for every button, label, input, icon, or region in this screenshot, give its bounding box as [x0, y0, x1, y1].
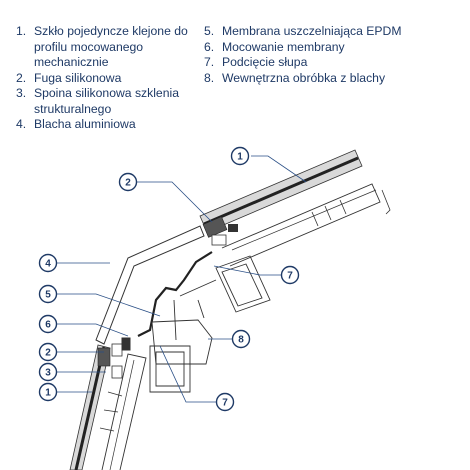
legend-label: Wewnętrzna obróbka z blachy: [222, 70, 386, 85]
svg-text:1: 1: [45, 388, 51, 399]
legend-label: Fuga silikonowa: [34, 70, 122, 85]
legend-label: Blacha aluminiowa: [34, 117, 136, 131]
lower-clip-2: [111, 365, 123, 379]
aluminium-sheet: [95, 225, 205, 345]
callout-4: 4: [38, 253, 58, 273]
svg-text:6: 6: [45, 320, 51, 331]
callout-3: 3: [38, 362, 58, 382]
callouts: 1 2 4 5 6 2 3 1: [38, 146, 300, 412]
leader-6: [57, 323, 129, 337]
legend-item-6: 6. Mocowanie membrany: [204, 40, 404, 56]
leader-7-bottom: [159, 345, 216, 403]
leader-lines: [57, 155, 307, 403]
callout-8: 8: [231, 329, 251, 349]
svg-text:7: 7: [287, 271, 293, 282]
legend-label: Spoina silikonowa szklenia strukturalneg…: [34, 86, 179, 116]
mullion-box-lower-inner: [155, 351, 185, 387]
legend-item-5: 5. Membrana uszczelniająca EPDM: [204, 24, 404, 40]
callout-1-bottom: 1: [38, 382, 58, 402]
mullion-web: [173, 279, 217, 341]
upper-profile-inner: [231, 189, 377, 251]
upper-clip: [211, 234, 227, 246]
mullion-box-lower: [149, 345, 191, 393]
corner-mullion: [149, 255, 271, 393]
legend-left: 1. Szkło pojedyncze klejone do profilu m…: [16, 24, 206, 133]
callout-7-bottom: 7: [215, 392, 235, 412]
upper-profile-edge: [381, 189, 391, 215]
lower-profile-outline: [101, 353, 147, 470]
lower-profile-inner: [109, 359, 135, 470]
callout-2-top: 2: [118, 172, 138, 192]
lower-clip-1: [111, 343, 123, 357]
svg-text:5: 5: [45, 290, 51, 301]
legend-number: 4.: [16, 117, 27, 131]
legend-number: 2.: [16, 70, 27, 85]
legend-item-4: 4. Blacha aluminiowa: [16, 117, 206, 133]
legend-item-3: 3. Spoina silikonowa szklenia struktural…: [16, 86, 206, 117]
callout-6: 6: [38, 314, 58, 334]
inner-flashing: [151, 319, 213, 365]
epdm-membrane: [137, 251, 213, 337]
callout-5: 5: [38, 284, 58, 304]
legend-number: 8.: [204, 70, 215, 85]
lower-profile-cut: [99, 391, 123, 432]
callout-1-top: 1: [230, 146, 250, 166]
svg-text:1: 1: [237, 152, 243, 163]
leader-2-top: [137, 181, 213, 223]
svg-text:8: 8: [238, 335, 244, 346]
legend-number: 7.: [204, 55, 215, 69]
lower-gasket-block: [97, 347, 111, 367]
lower-spacer: [121, 337, 131, 351]
svg-text:4: 4: [45, 259, 51, 270]
svg-text:2: 2: [45, 348, 51, 359]
legend-label: Membrana uszczelniająca EPDM: [222, 24, 402, 38]
legend-label: Szkło pojedyncze klejone do profilu moco…: [34, 24, 188, 69]
svg-text:2: 2: [125, 178, 131, 189]
mullion-box-upper-inner: [221, 263, 263, 307]
callout-2-bottom: 2: [38, 342, 58, 362]
legend-number: 3.: [16, 86, 27, 100]
upper-glass-dark-edge: [203, 156, 359, 226]
leader-5: [57, 293, 161, 317]
legend-item-1: 1. Szkło pojedyncze klejone do profilu m…: [16, 24, 206, 71]
legend-right: 5. Membrana uszczelniająca EPDM 6. Mocow…: [204, 24, 404, 86]
upper-glazing: [199, 149, 391, 267]
lower-glass-dark-edge: [74, 346, 106, 470]
legend-label: Mocowanie membrany: [222, 39, 345, 54]
svg-text:7: 7: [222, 398, 228, 409]
lower-glazing: [69, 337, 147, 470]
legend-item-7: 7. Podcięcie słupa: [204, 55, 404, 71]
legend-label: Podcięcie słupa: [222, 55, 308, 69]
legend-item-8: 8. Wewnętrzna obróbka z blachy: [204, 71, 404, 87]
upper-profile-cut: [311, 199, 347, 227]
legend-number: 5.: [204, 24, 215, 38]
legend-number: 1.: [16, 24, 27, 38]
leader-7-top: [213, 265, 281, 276]
leader-1-top: [251, 155, 307, 183]
callout-7-top: 7: [280, 265, 300, 285]
upper-gasket-block: [202, 216, 228, 238]
upper-profile-outline: [221, 183, 381, 267]
legend-number: 6.: [204, 39, 215, 54]
upper-spacer: [228, 224, 238, 232]
mullion-box-upper: [215, 255, 271, 313]
legend-item-2: 2. Fuga silikonowa: [16, 71, 206, 87]
svg-text:3: 3: [45, 368, 51, 379]
